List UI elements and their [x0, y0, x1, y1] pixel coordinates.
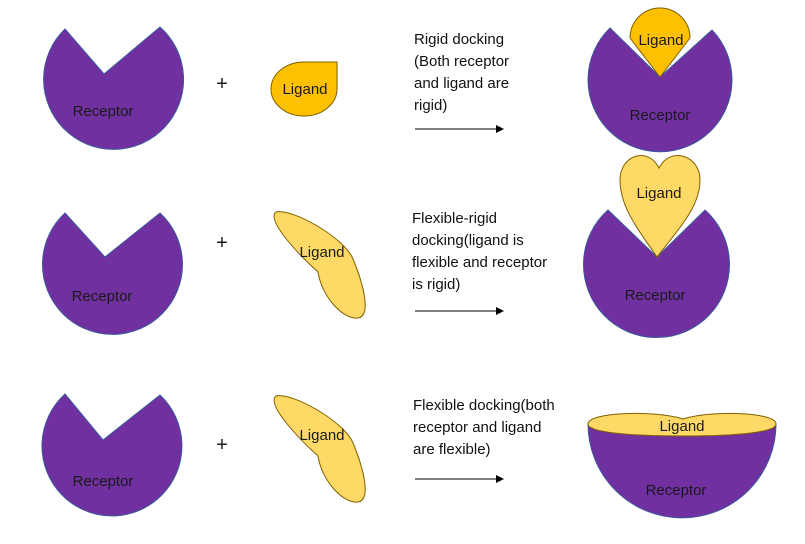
docked-ligand-label-row1: Ligand [638, 32, 683, 49]
plus-sign-row1: + [216, 73, 228, 95]
receptor-label-row2: Receptor [72, 288, 133, 305]
ligand-shape-row1 [270, 61, 338, 117]
docked-ligand-row3 [587, 412, 777, 437]
receptor-shape-row3 [41, 393, 183, 517]
ligand-label-row1: Ligand [282, 81, 327, 98]
docked-receptor-row3 [587, 423, 777, 519]
docked-receptor-label-row1: Receptor [630, 107, 691, 124]
docked-receptor-label-row3: Receptor [646, 482, 707, 499]
description-row1: Rigid docking (Both receptor and ligand … [414, 31, 513, 114]
receptor-label-row1: Receptor [73, 103, 134, 120]
ligand-label-row2: Ligand [299, 244, 344, 261]
docked-ligand-row1 [629, 7, 691, 78]
receptor-shape-row2 [42, 212, 183, 335]
receptor-label-row3: Receptor [73, 473, 134, 490]
plus-sign-row3: + [216, 434, 228, 456]
docked-ligand-label-row2: Ligand [636, 185, 681, 202]
description-row3: Flexible docking(both receptor and ligan… [413, 397, 559, 458]
docked-receptor-row1 [587, 27, 733, 153]
description-row2: Flexible-rigid docking(ligand is flexibl… [412, 210, 551, 293]
docked-receptor-label-row2: Receptor [625, 287, 686, 304]
docked-ligand-label-row3: Ligand [659, 418, 704, 435]
ligand-shape-row3 [273, 395, 366, 503]
receptor-shape-row1 [43, 26, 185, 150]
docked-receptor-row2 [583, 209, 730, 339]
ligand-label-row3: Ligand [299, 427, 344, 444]
plus-sign-row2: + [216, 232, 228, 254]
docked-ligand-row2 [619, 155, 701, 258]
ligand-shape-row2 [273, 211, 366, 319]
